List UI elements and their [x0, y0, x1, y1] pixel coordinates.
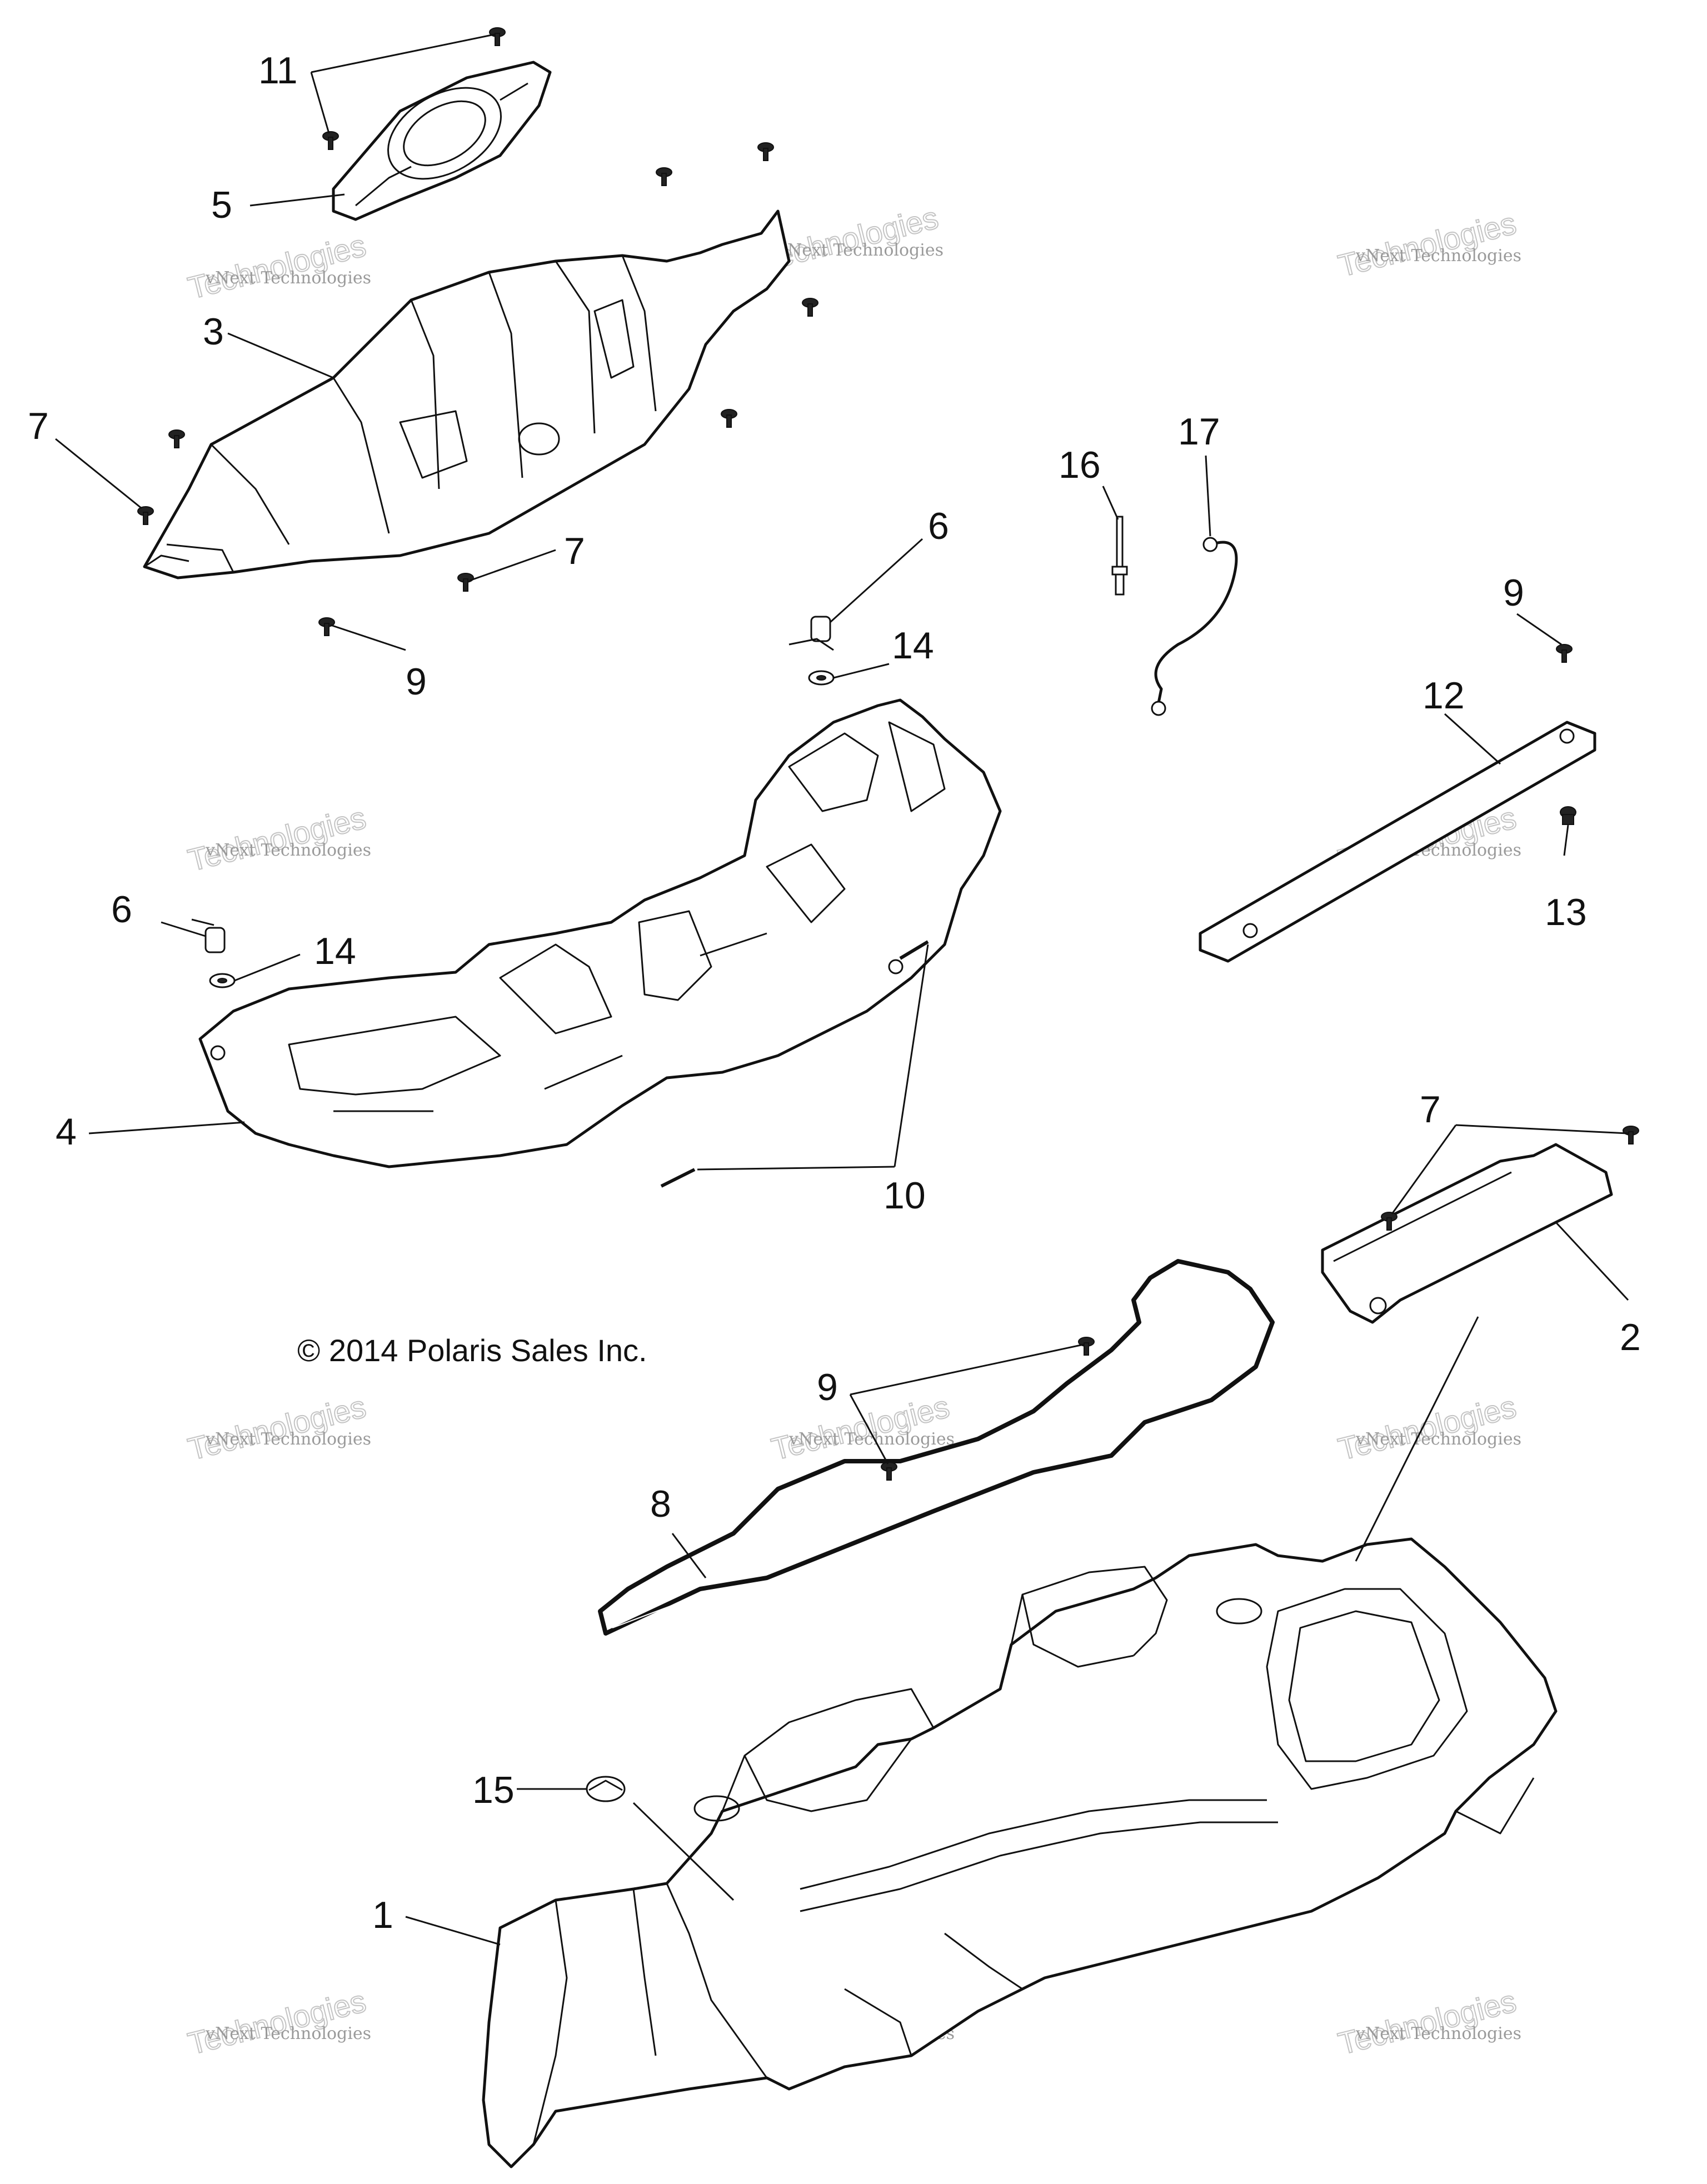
callout-9-mid: 9	[817, 1366, 838, 1408]
watermark: Technologies vNext Technologies	[1334, 1983, 1521, 2062]
callout-6-lower: 6	[111, 888, 132, 931]
part-1-rear-body	[482, 1537, 1558, 2168]
svg-text:Technologies: Technologies	[184, 800, 369, 878]
callout-9-left: 9	[406, 661, 427, 703]
screw-7-left	[137, 506, 154, 525]
callout-3: 3	[203, 311, 224, 353]
svg-text:vNext Technologies: vNext Technologies	[1355, 246, 1521, 266]
fastener-6-upper	[788, 616, 834, 651]
screw-7-right-lower	[1381, 1212, 1397, 1231]
screw-7-right-top	[1623, 1126, 1639, 1145]
screw	[721, 409, 737, 428]
callout-2: 2	[1620, 1316, 1641, 1358]
callout-14-lower: 14	[314, 930, 356, 972]
part-2-cover-plate	[1321, 1143, 1613, 1324]
screw	[757, 142, 774, 161]
screw-9-mid-upper	[1078, 1337, 1095, 1356]
fastener-6-lower	[191, 918, 226, 953]
svg-text:vNext Technologies: vNext Technologies	[205, 1430, 371, 1449]
part-5-gauge-bezel	[332, 61, 552, 221]
svg-text:vNext Technologies: vNext Technologies	[205, 2024, 371, 2043]
screw	[168, 429, 185, 448]
svg-text:Technologies: Technologies	[184, 1389, 369, 1467]
screw	[656, 167, 672, 186]
part-12-strap	[1199, 721, 1596, 963]
screw-9-mid-lower	[881, 1462, 897, 1481]
cable-17	[1151, 537, 1238, 716]
callout-4: 4	[56, 1111, 77, 1153]
watermark: Technologies vNext Technologies	[1334, 1388, 1521, 1467]
plug-15	[586, 1776, 626, 1802]
callout-7-right: 7	[1420, 1088, 1441, 1131]
svg-text:vNext Technologies: vNext Technologies	[777, 241, 944, 260]
svg-text:vNext Technologies: vNext Technologies	[205, 841, 371, 860]
part-3-dash-panel	[143, 209, 791, 579]
svg-text:Technologies: Technologies	[184, 1983, 369, 2061]
svg-text:Technologies: Technologies	[1335, 1389, 1519, 1467]
callout-12: 12	[1422, 674, 1465, 717]
washer-14-upper	[808, 670, 835, 686]
callout-16: 16	[1059, 444, 1101, 486]
rod-10-lower	[660, 1168, 696, 1188]
screw-9-left	[318, 617, 335, 636]
callout-10: 10	[884, 1175, 926, 1217]
copyright-text: © 2014 Polaris Sales Inc.	[297, 1333, 647, 1368]
callout-5: 5	[211, 184, 232, 226]
callout-1: 1	[372, 1894, 393, 1936]
part-4-floor-panel	[198, 698, 1002, 1168]
svg-text:vNext Technologies: vNext Technologies	[1355, 2024, 1521, 2043]
svg-text:vNext Technologies: vNext Technologies	[1355, 1430, 1521, 1449]
nut-13	[1560, 806, 1576, 825]
svg-text:Technologies: Technologies	[1335, 206, 1519, 283]
rod-10-upper	[899, 940, 929, 960]
fastener-11-lower	[322, 131, 339, 150]
leader-lines	[55, 33, 1629, 1946]
callout-14-upper: 14	[892, 624, 934, 667]
svg-text:Technologies: Technologies	[1335, 1983, 1519, 2061]
svg-text:vNext Technologies: vNext Technologies	[205, 268, 371, 288]
callout-labels: 11 5 3 7 7 9 6 14 16 17 9 12 13 6 14 4 1…	[28, 49, 1641, 1936]
screw-9-right	[1556, 644, 1573, 663]
watermark: Technologies vNext Technologies	[184, 1388, 371, 1467]
callout-6-upper: 6	[928, 505, 949, 547]
callout-8: 8	[650, 1483, 671, 1525]
callout-7-left: 7	[28, 405, 49, 447]
watermark: Technologies vNext Technologies	[184, 227, 371, 306]
svg-text:Technologies: Technologies	[184, 228, 369, 306]
callout-15: 15	[472, 1769, 515, 1811]
part-8-seal-loop	[598, 1259, 1279, 1636]
pin-16	[1111, 516, 1128, 596]
callout-13: 13	[1545, 891, 1587, 933]
screw-7-center	[457, 573, 474, 592]
callout-9-right: 9	[1503, 572, 1524, 614]
fastener-11-top	[489, 27, 506, 46]
callout-7-center: 7	[564, 530, 585, 572]
watermark: Technologies vNext Technologies	[184, 1983, 371, 2062]
watermark: Technologies vNext Technologies	[1334, 205, 1521, 284]
washer-14-lower	[209, 973, 236, 988]
watermark: Technologies vNext Technologies	[184, 799, 371, 878]
screw	[802, 298, 818, 317]
callout-17: 17	[1178, 411, 1220, 453]
callout-11: 11	[258, 49, 298, 92]
